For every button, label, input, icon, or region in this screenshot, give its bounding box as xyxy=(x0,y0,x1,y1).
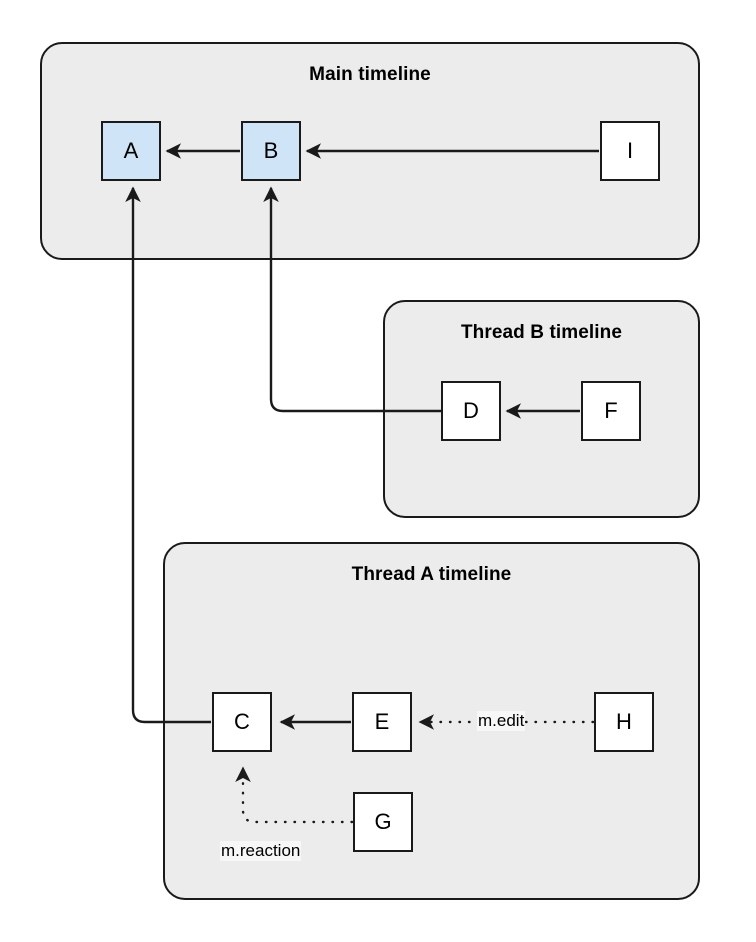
node-c[interactable]: C xyxy=(212,692,272,752)
node-h[interactable]: H xyxy=(594,692,654,752)
node-f-label: F xyxy=(604,398,618,423)
node-b[interactable]: B xyxy=(241,121,301,181)
node-e[interactable]: E xyxy=(352,692,412,752)
node-f[interactable]: F xyxy=(581,381,641,441)
node-c-label: C xyxy=(234,709,250,734)
node-i[interactable]: I xyxy=(600,121,660,181)
node-g[interactable]: G xyxy=(353,792,413,852)
group-thread-b-timeline: Thread B timeline xyxy=(383,300,700,518)
edge-g-to-c xyxy=(235,766,354,824)
node-h-label: H xyxy=(616,709,632,734)
node-d[interactable]: D xyxy=(441,381,501,441)
node-a-label: A xyxy=(123,138,139,163)
group-thread-a-timeline-title: Thread A timeline xyxy=(351,564,512,585)
node-b-label: B xyxy=(263,138,279,163)
edge-label-m-edit: m.edit xyxy=(477,711,526,732)
node-d-label: D xyxy=(463,398,479,423)
node-g-label: G xyxy=(374,809,392,834)
group-thread-b-timeline-title: Thread B timeline xyxy=(460,322,623,343)
edge-d-to-b xyxy=(263,186,441,413)
edge-c-to-a xyxy=(125,186,211,724)
group-main-timeline-title: Main timeline xyxy=(309,64,431,85)
node-a[interactable]: A xyxy=(101,121,161,181)
edge-label-m-reaction: m.reaction xyxy=(220,841,302,862)
node-e-label: E xyxy=(374,709,390,734)
node-i-label: I xyxy=(626,138,634,163)
